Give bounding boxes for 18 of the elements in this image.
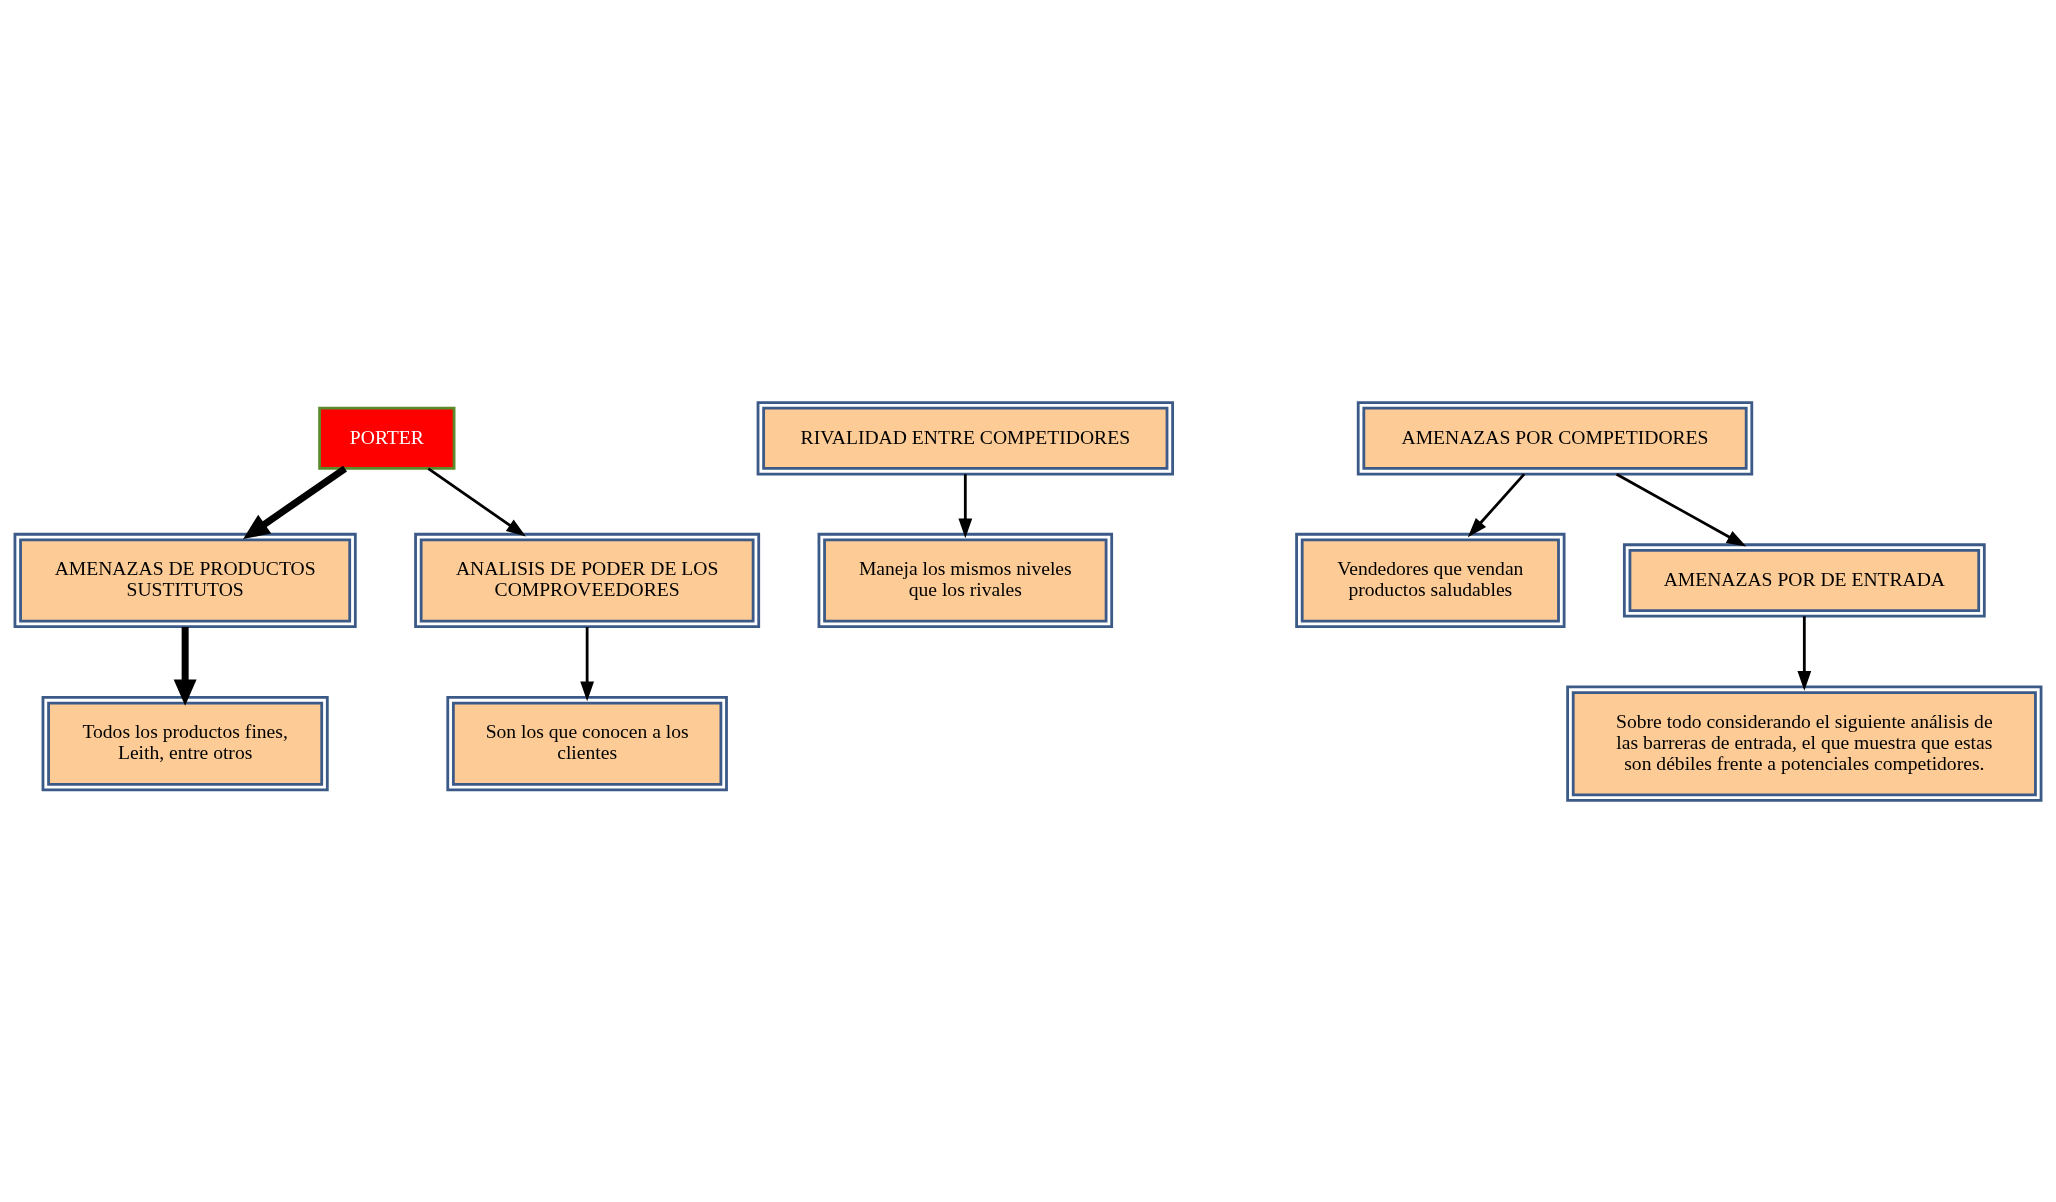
arrow [1467,472,1526,537]
arrow [1797,615,1812,691]
arrow [958,473,973,538]
arrow [1615,472,1747,547]
node-box: AMENAZAS POR DE ENTRADA [1622,542,1986,618]
arrow [427,466,526,536]
node-box: Maneja los mismos niveles que los rivales [817,532,1114,628]
node-box: Todos los productos fines, Leith, entre otros [41,695,329,791]
node-box: AMENAZAS DE PRODUCTOS SUSTITUTOS [13,532,357,628]
node-box: AMENAZAS POR COMPETIDORES [1356,400,1754,475]
node-box: Son los que conocen a los clientes [446,695,728,791]
node-box: PORTER [318,406,456,470]
node-box: ANALISIS DE PODER DE LOS COMPROVEEDORES [414,532,761,628]
node-box: RIVALIDAD ENTRE COMPETIDORES [756,400,1174,475]
node-box: Sobre todo considerando el siguiente análisis de las barreras de entrada, el que muestra que estas son débiles frente a potenciales competidores. [1566,685,2043,802]
arrow [243,465,348,539]
node-box: Vendedores que vendan productos saludables [1295,532,1566,628]
arrow [580,626,594,701]
